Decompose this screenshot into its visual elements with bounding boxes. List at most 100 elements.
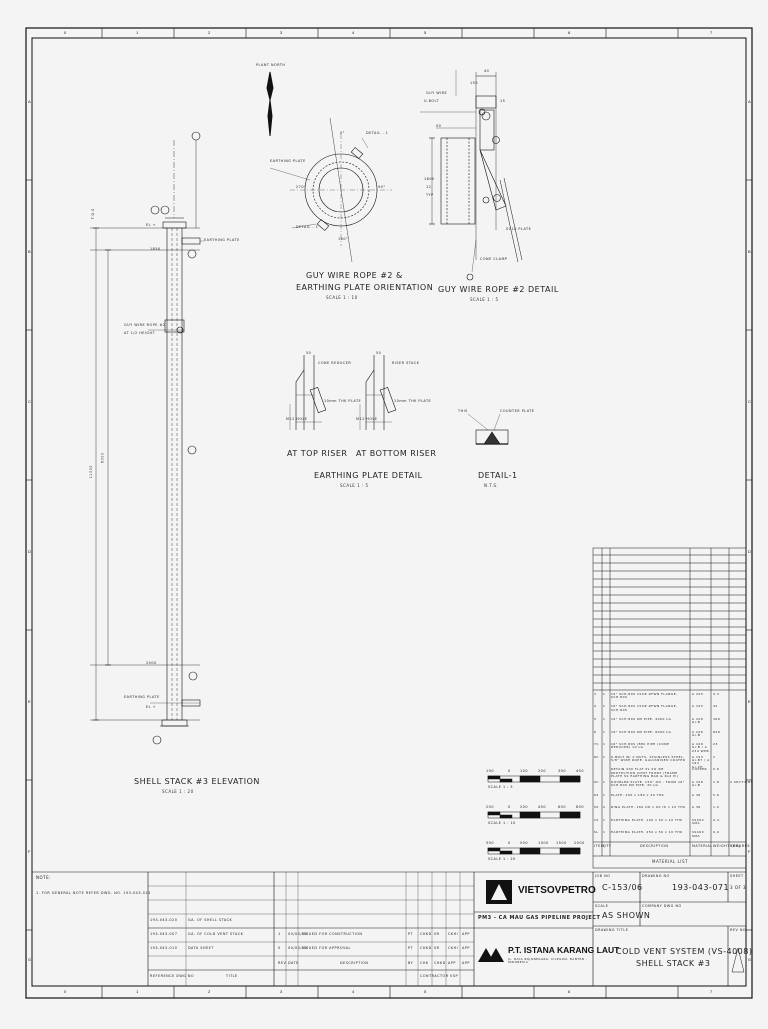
elevation-label: AT 1/2 HEIGHT	[124, 331, 156, 335]
rev-app: CKHI	[448, 946, 459, 950]
material-cell: 0.6	[713, 767, 720, 772]
scalebar-label: SCALE 1 : 5	[488, 785, 514, 789]
north-arrow-graphic	[266, 71, 274, 137]
scalebar-tick: 0	[508, 841, 511, 845]
scalebar-tick: 200	[486, 805, 494, 809]
dwg-no: 193-043-071	[672, 883, 730, 892]
guy-detail-label: 15	[500, 99, 506, 103]
material-cell: A 106 Gr.B	[692, 717, 704, 725]
rev-by: PT	[408, 932, 414, 936]
elevation-label: GUY WIRE ROPE #2	[124, 323, 166, 327]
grid-row-label: E	[748, 699, 751, 704]
orientation-detail-label: DETAIL - 1	[296, 225, 319, 229]
material-cell: A 36	[692, 805, 701, 810]
scalebar-label: SCALE 1 : 20	[488, 857, 516, 861]
orientation-angle-label: 0°	[340, 131, 345, 135]
rev-header: APP	[462, 961, 470, 965]
material-cell: 1	[603, 729, 606, 734]
elevation-label: EL +	[146, 705, 156, 709]
scalebar-tick: 0	[508, 805, 511, 809]
material-cell: 1	[603, 792, 606, 797]
material-cell: 82	[594, 792, 599, 797]
earthing-label: CONE REDUCER	[318, 361, 352, 365]
grid-col-label: 7	[710, 989, 713, 994]
rev-app: APP	[462, 946, 470, 950]
material-cell: 9C	[594, 780, 600, 784]
company-dwg-label: COMPANY DWG NO	[642, 904, 682, 908]
grid-row-label: D	[748, 549, 751, 554]
guy-detail-label: 1800	[424, 177, 435, 181]
grid-col-label: 4	[352, 989, 355, 994]
scalebar-tick: 100	[486, 769, 494, 773]
orientation-angle-label: 90°	[378, 185, 386, 189]
contractor-name: P.T. ISTANA KARANG LAUT	[508, 945, 620, 955]
rev-desc: ISSUED FOR CONSTRUCTION	[302, 932, 363, 936]
material-cell: A 106 Gr.B / A 234 WPB	[692, 742, 710, 753]
material-cell: 2 SECTIONS	[730, 780, 753, 784]
orientation-title-2: EARTHING PLATE ORIENTATION	[296, 283, 434, 292]
guy-detail-label: U-BOLT	[424, 99, 440, 103]
rev-header: DATE	[288, 961, 299, 965]
grid-col-label: 2	[208, 989, 211, 994]
material-cell: DOUBLER PLATE, 150" OD - FROM 16" SCH.80…	[611, 780, 685, 788]
material-cell: A 106 Gr.B	[692, 780, 704, 788]
material-cell: A 36	[692, 792, 701, 797]
sheet-label: SHEET	[730, 874, 744, 878]
earthing-label: 50	[306, 351, 312, 355]
elevation-label: T.O.S	[90, 208, 95, 220]
material-cell: SS400 SMA	[692, 830, 705, 838]
guy-detail-label: 50	[436, 124, 442, 128]
grid-col-label: 6	[568, 30, 571, 35]
istana-logo	[478, 948, 504, 962]
ref-title: DATA SHEET	[188, 946, 214, 950]
earthing-label: RISER STACK	[392, 361, 420, 365]
scale-bars-graphic	[487, 775, 581, 855]
rev-date: 00/00/00	[288, 932, 308, 936]
earthing-scale: SCALE 1 : 5	[340, 483, 369, 488]
rev-no: 0	[278, 946, 281, 950]
elevation-label: 6000	[100, 452, 105, 464]
material-cell: 5	[594, 717, 597, 721]
elevation-label: EARTHING PLATE	[204, 238, 240, 242]
earthing-top-riser: AT TOP RISER	[287, 449, 348, 458]
material-cell: 4.3	[713, 691, 720, 696]
grid-row-label: C	[28, 399, 31, 404]
material-cell: 369	[713, 717, 721, 721]
grid-row-label: G	[748, 957, 752, 962]
material-cell: PLATE, 200 x 180 x 20 THK	[611, 792, 665, 797]
grid-row-label: D	[28, 549, 31, 554]
grid-col-label: 2	[208, 30, 211, 35]
scalebar-tick: 400	[538, 805, 546, 809]
rev-app: APP	[462, 932, 470, 936]
material-cell: 16" SCH.80S 150# RFWN FLANGE, SCH.80S	[611, 691, 678, 700]
scalebar-tick: 200	[520, 805, 528, 809]
material-header-cell: REMARKS	[730, 844, 750, 848]
plant-north-label: PLANT NORTH	[256, 63, 286, 67]
material-cell: A 105	[692, 691, 704, 696]
elevation-label: 2000	[146, 661, 157, 665]
scalebar-tick: 800	[576, 805, 584, 809]
grid-col-label: 0	[64, 30, 67, 35]
material-cell: 6	[594, 729, 597, 734]
material-cell: 1	[603, 691, 606, 696]
rev-desc: ISSUED FOR APPROVAL	[302, 946, 351, 950]
scalebar-tick: 400	[576, 769, 584, 773]
elevation-label: 1850	[150, 247, 161, 251]
material-cell: 8C	[594, 754, 600, 759]
grid-row-label: B	[28, 249, 31, 254]
material-cell: 10	[594, 817, 599, 822]
grid-row-label: E	[28, 699, 31, 704]
guy-detail-label: GUY WIRE	[426, 91, 448, 95]
guy-detail-label: SOLE PLATE	[506, 227, 532, 231]
inner-border	[31, 37, 747, 987]
grid-col-label: 5	[424, 989, 427, 994]
grid-row-label: B	[748, 249, 751, 254]
scalebar-tick: 1000	[538, 841, 549, 845]
elevation-scale: SCALE 1 : 20	[162, 789, 194, 794]
grid-row-label: F	[28, 849, 31, 854]
material-cell: 16" SCH.80S (8M) PIPE (CONE REDUCER) 10 …	[611, 742, 670, 750]
guy-detail-label: CONE CLAMP	[480, 257, 508, 261]
orientation-detail-label: DETAIL - 1	[366, 131, 389, 135]
earthing-label: 10mm THK PLATE	[394, 399, 432, 403]
material-cell: 5.6	[713, 792, 720, 797]
